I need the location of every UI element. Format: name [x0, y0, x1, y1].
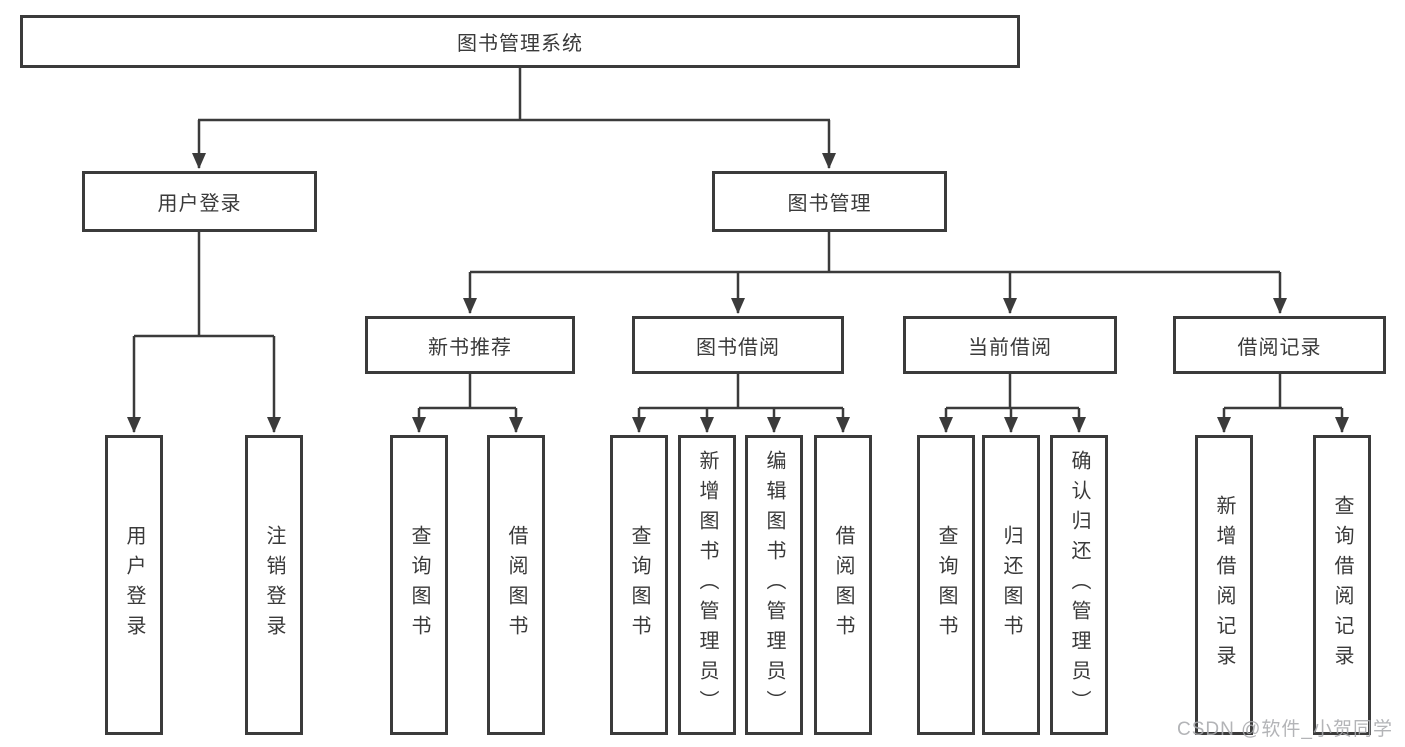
node-leaf-borrow-books-1: 借阅图书 [487, 435, 545, 735]
node-borrow-records: 借阅记录 [1173, 316, 1386, 374]
watermark: CSDN @软件_小贺同学 [1177, 719, 1393, 740]
node-leaf-query-books-3: 查询图书 [917, 435, 975, 735]
node-root: 图书管理系统 [20, 15, 1020, 68]
node-leaf-borrow-books-2: 借阅图书 [814, 435, 872, 735]
node-leaf-query-books-1: 查询图书 [390, 435, 448, 735]
node-leaf-confirm-return-admin: 确认归还（管理员） [1050, 435, 1108, 735]
node-leaf-add-books-admin: 新增图书（管理员） [678, 435, 736, 735]
node-leaf-logout: 注销登录 [245, 435, 303, 735]
node-leaf-edit-books-admin: 编辑图书（管理员） [745, 435, 803, 735]
node-leaf-add-borrow-record: 新增借阅记录 [1195, 435, 1253, 735]
node-user-login: 用户登录 [82, 171, 317, 232]
node-book-mgmt: 图书管理 [712, 171, 947, 232]
node-leaf-return-books: 归还图书 [982, 435, 1040, 735]
node-current-borrow: 当前借阅 [903, 316, 1117, 374]
node-new-book-recommend: 新书推荐 [365, 316, 575, 374]
node-book-borrow: 图书借阅 [632, 316, 844, 374]
node-leaf-user-login: 用户登录 [105, 435, 163, 735]
node-leaf-query-books-2: 查询图书 [610, 435, 668, 735]
node-leaf-query-borrow-record: 查询借阅记录 [1313, 435, 1371, 735]
